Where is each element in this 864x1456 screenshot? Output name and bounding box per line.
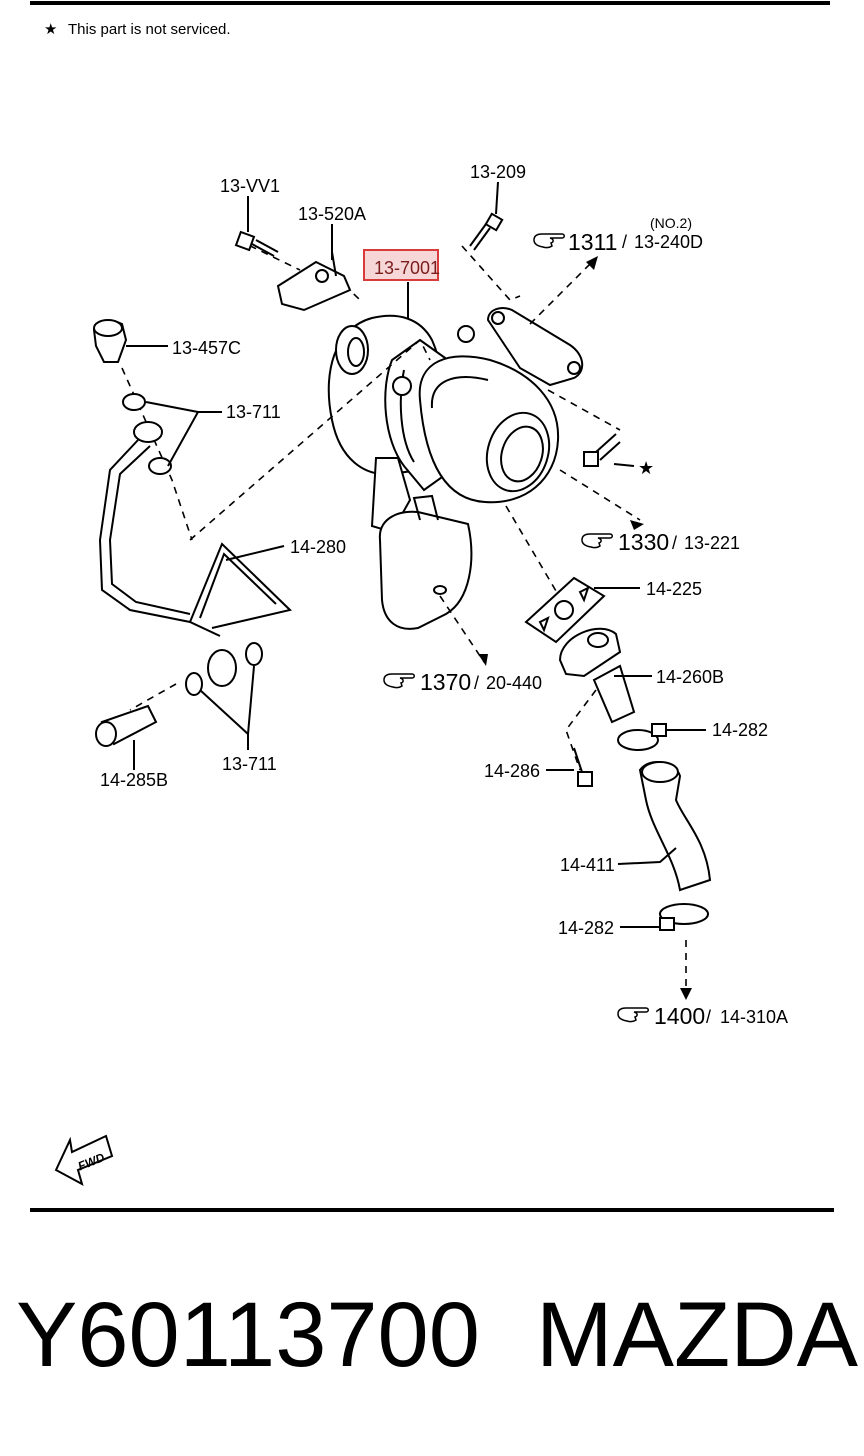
arrowheads	[478, 256, 692, 1000]
bolt-not-serviced	[583, 433, 621, 467]
label-14-225: 14-225	[646, 579, 702, 599]
ref-1370-main: 1370	[420, 669, 471, 695]
ref-1400-sub: 14-310A	[720, 1007, 788, 1027]
washer-upper-2	[148, 457, 172, 475]
ref-1330-main: 1330	[618, 529, 669, 555]
ref-1330-sub: 13-221	[684, 533, 740, 553]
brand-name: MAZDA	[536, 1284, 858, 1386]
washer-upper-1	[122, 393, 146, 411]
label-13-711-lower: 13-711	[222, 754, 277, 774]
turbocharger-illustration	[327, 307, 584, 630]
ref-1311[interactable]: (NO.2) 1311 / 13-240D	[533, 215, 703, 255]
label-13-vv1: 13-VV1	[220, 176, 280, 196]
clamp-14-282-upper	[617, 723, 667, 751]
bracket-13-520a	[276, 251, 352, 312]
ref-1400-slash: /	[706, 1007, 711, 1027]
label-14-411: 14-411	[560, 855, 615, 875]
ref-1400[interactable]: 1400 / 14-310A	[617, 1003, 788, 1029]
gasket-14-225	[524, 576, 606, 644]
label-14-282-lower: 14-282	[558, 918, 614, 938]
hose-14-411	[638, 761, 712, 892]
assembly-dashes	[121, 239, 687, 996]
bolt-14-285b	[95, 704, 158, 747]
note-text: This part is not serviced.	[68, 21, 231, 38]
label-13-7001[interactable]: 13-7001	[374, 258, 440, 278]
label-14-260b: 14-260B	[656, 667, 724, 687]
star-marker: ★	[638, 458, 654, 478]
ref-1311-main: 1311	[568, 229, 617, 255]
bolt-13-vv1	[234, 230, 279, 257]
ref-1311-sub: 13-240D	[634, 232, 703, 252]
washer-lower-2	[245, 642, 263, 666]
ref-1370-slash: /	[474, 673, 479, 693]
ref-1311-note: (NO.2)	[650, 215, 692, 231]
label-14-280: 14-280	[290, 537, 346, 557]
label-14-285b: 14-285B	[100, 770, 168, 790]
bolt-14-286	[573, 747, 593, 787]
clamp-14-282-lower	[659, 903, 709, 931]
ref-1330-slash: /	[672, 533, 677, 553]
oil-pipe-14-280	[98, 421, 293, 687]
turbo-label-highlight	[363, 249, 439, 281]
washer-lower-1	[185, 672, 203, 696]
ref-1370[interactable]: 1370 / 20-440	[383, 669, 542, 695]
label-13-711-upper: 13-711	[226, 402, 281, 422]
ref-1311-slash: /	[622, 232, 627, 252]
note-star: ★	[44, 21, 57, 38]
label-13-520a: 13-520A	[298, 204, 366, 224]
label-14-286: 14-286	[484, 761, 540, 781]
part-number: Y60113700	[16, 1284, 480, 1386]
return-pipe-14-260b	[558, 627, 636, 724]
leader-lines	[126, 181, 706, 928]
ref-1370-sub: 20-440	[486, 673, 542, 693]
ref-1400-main: 1400	[654, 1003, 705, 1029]
label-14-282-upper: 14-282	[712, 720, 768, 740]
label-13-209: 13-209	[470, 162, 526, 182]
ref-1330[interactable]: 1330 / 13-221	[581, 529, 740, 555]
banjo-bolt-13-457c	[92, 319, 128, 363]
fwd-arrow-icon: FWD	[54, 1134, 114, 1187]
label-13-457c: 13-457C	[172, 338, 241, 358]
bolt-13-209	[469, 212, 504, 251]
